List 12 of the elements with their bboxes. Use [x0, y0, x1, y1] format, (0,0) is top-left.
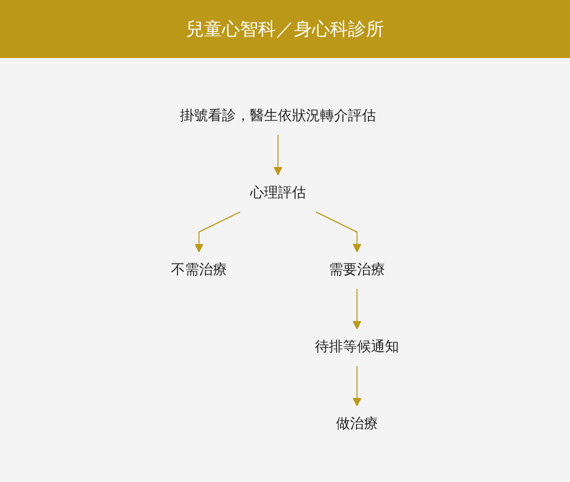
arrow	[352, 288, 362, 329]
node-text: 不需治療	[171, 262, 227, 278]
arrow	[315, 211, 362, 252]
node-text: 做治療	[336, 416, 378, 432]
arrow	[352, 365, 362, 406]
node-text: 心理評估	[250, 184, 306, 200]
node-text: 需要治療	[329, 262, 385, 278]
node-text: 掛號看診，醫生依狀況轉介評估	[180, 108, 376, 124]
arrow	[274, 134, 282, 175]
arrow	[194, 211, 241, 252]
node-text: 待排等候通知	[315, 338, 399, 354]
page-title: 兒童心智科／身心科診所	[186, 18, 384, 41]
